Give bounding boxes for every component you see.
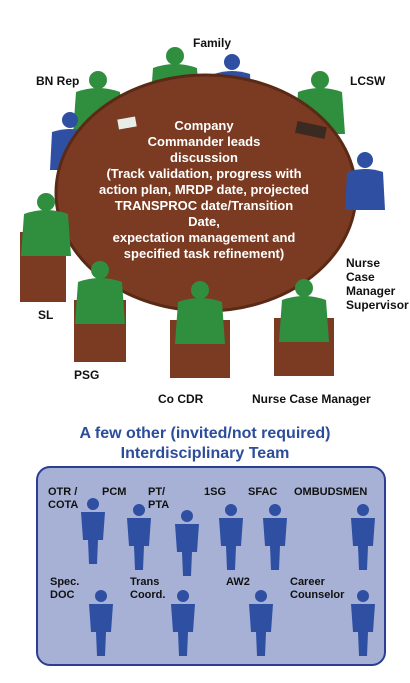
sl-figure — [20, 193, 71, 302]
label-nurse-case-manager-supervisor: Nurse Case Manager Supervisor — [346, 256, 409, 312]
team-label-career-counselor: Career Counselor — [290, 576, 345, 601]
person-icon — [89, 590, 113, 656]
table-book — [295, 121, 327, 139]
label-family: Family — [193, 36, 232, 50]
team-label-aw2: AW2 — [226, 576, 250, 588]
label-bn-rep: BN Rep — [36, 74, 80, 88]
label-co-cdr: Co CDR — [158, 392, 204, 406]
person-icon — [171, 590, 195, 656]
label-nurse-case-manager: Nurse Case Manager — [252, 392, 371, 406]
interdisciplinary-team-box: OTR / COTA PCM PT/ PTA 1SG SFAC OMBUDSME… — [36, 466, 386, 666]
person-icon — [127, 504, 151, 570]
team-heading: A few other (invited/not required) Inter… — [79, 425, 331, 462]
label-lcsw: LCSW — [350, 74, 386, 88]
team-label-pcm: PCM — [102, 486, 127, 498]
label-psg: PSG — [74, 368, 100, 382]
team-label-ombudsmen: OMBUDSMEN — [294, 486, 368, 498]
person-icon — [249, 590, 273, 656]
person-icon — [263, 504, 287, 570]
team-label-pt-pta: PT/ PTA — [148, 486, 170, 511]
person-icon — [351, 504, 375, 570]
team-label-otr-cota: OTR / COTA — [48, 486, 79, 511]
person-icon — [175, 510, 199, 576]
person-icon — [219, 504, 243, 570]
team-label-1sg: 1SG — [204, 486, 227, 498]
psg-figure — [74, 261, 126, 362]
meeting-scene — [20, 47, 385, 378]
person-icon — [351, 590, 375, 656]
table-papers — [117, 116, 137, 130]
team-label-trans-coord: Trans Coord. — [130, 576, 166, 601]
nurse-case-manager-figure — [274, 279, 334, 376]
team-label-sfac: SFAC — [248, 486, 278, 498]
co-cdr-figure — [170, 281, 230, 378]
person-icon — [81, 498, 105, 564]
team-label-spec-doc: Spec. DOC — [50, 576, 80, 601]
table-discussion-text: Company Commander leads discussion (Trac… — [99, 118, 309, 261]
label-sl: SL — [38, 308, 54, 322]
